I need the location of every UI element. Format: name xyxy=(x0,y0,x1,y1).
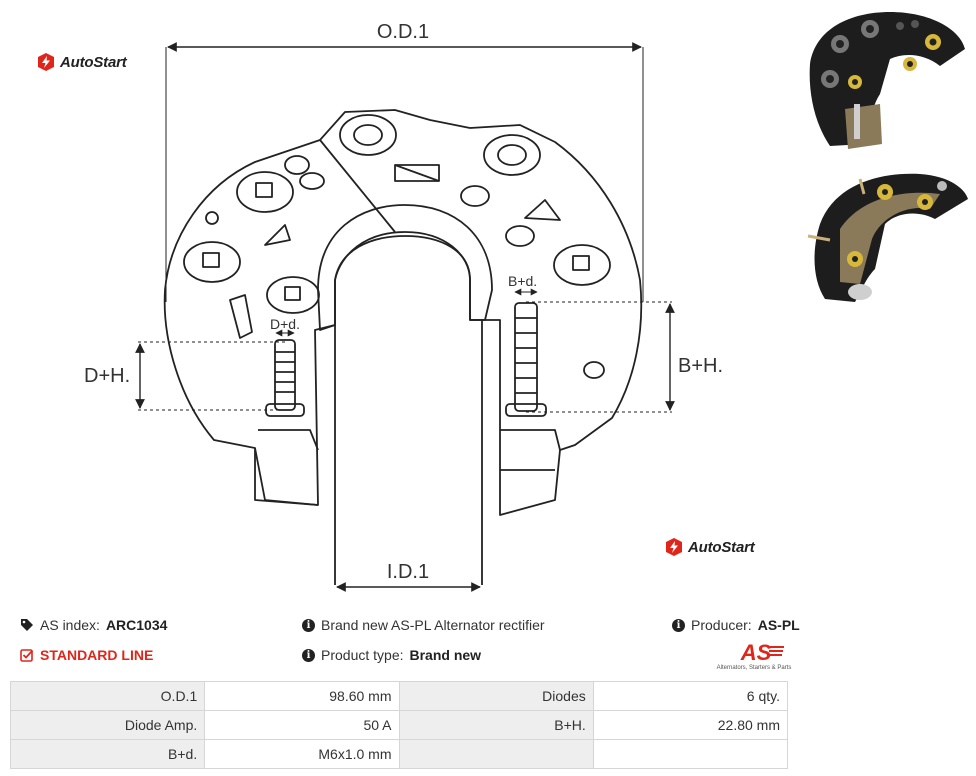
autostart-mark-icon xyxy=(666,538,682,556)
bh-label: B+H. xyxy=(678,355,723,377)
product-description: i Brand new AS-PL Alternator rectifier xyxy=(302,617,545,633)
autostart-mark-icon xyxy=(38,53,54,71)
product-photo-top[interactable] xyxy=(800,4,972,164)
as-index: AS index: ARC1034 xyxy=(20,617,167,633)
as-index-label: AS index: xyxy=(40,617,100,633)
table-row: O.D.1 98.60 mm Diodes 6 qty. xyxy=(9,681,789,711)
od-label: O.D.1 xyxy=(377,21,429,43)
info-icon: i xyxy=(302,648,315,662)
info-icon: i xyxy=(672,618,685,632)
producer-label: Producer: xyxy=(691,617,752,633)
spec-value: 22.80 mm xyxy=(592,710,789,740)
checkbox-checked-icon xyxy=(20,649,34,662)
as-pl-logo-mark: AS xyxy=(740,640,772,665)
info-icon: i xyxy=(302,618,315,632)
inner-bore xyxy=(317,204,493,331)
dh-label: D+H. xyxy=(84,365,130,387)
table-row: Diode Amp. 50 A B+H. 22.80 mm xyxy=(9,710,789,740)
right-screw xyxy=(514,302,538,412)
autostart-logo-bottom: AutoStart xyxy=(664,537,755,557)
as-index-value: ARC1034 xyxy=(105,617,168,633)
product-type-label: Product type: xyxy=(321,647,404,663)
spec-value: 98.60 mm xyxy=(204,681,400,711)
left-screw xyxy=(274,339,296,411)
as-pl-logo: AS Alternators, Starters & Parts xyxy=(717,640,792,671)
spec-key: Diode Amp. xyxy=(9,710,206,740)
spec-value: 50 A xyxy=(204,710,400,740)
bd-label: B+d. xyxy=(508,273,537,289)
producer: i Producer: AS-PL xyxy=(672,617,800,633)
rectifier-outline xyxy=(163,109,643,516)
spec-key: B+d. xyxy=(9,739,206,769)
as-pl-tagline: Alternators, Starters & Parts xyxy=(717,665,792,671)
product-description-text: Brand new AS-PL Alternator rectifier xyxy=(321,617,545,633)
autostart-logo-top: AutoStart xyxy=(36,52,127,72)
id-label: I.D.1 xyxy=(387,561,429,583)
spec-key: O.D.1 xyxy=(9,681,206,711)
standard-line-badge: STANDARD LINE xyxy=(20,647,153,663)
standard-line-label: STANDARD LINE xyxy=(40,647,154,663)
spec-value xyxy=(592,739,789,769)
product-photo-bottom[interactable] xyxy=(800,164,972,312)
producer-value: AS-PL xyxy=(757,617,800,633)
product-type-value: Brand new xyxy=(409,647,482,663)
spec-key: B+H. xyxy=(398,710,594,740)
autostart-wordmark: AutoStart xyxy=(60,53,127,71)
specifications-table: O.D.1 98.60 mm Diodes 6 qty. Diode Amp. … xyxy=(9,681,789,769)
dd-label: D+d. xyxy=(270,316,300,332)
spec-value: 6 qty. xyxy=(592,681,789,711)
spec-value: M6x1.0 mm xyxy=(204,739,400,769)
autostart-wordmark: AutoStart xyxy=(688,538,755,556)
product-type: i Product type: Brand new xyxy=(302,647,481,663)
spec-key: Diodes xyxy=(398,681,594,711)
tag-icon xyxy=(21,619,33,631)
rectifier-technical-drawing: O.D.1 I.D.1 D+H. B+H. D+d. B+d. xyxy=(84,21,723,592)
table-row: B+d. M6x1.0 mm xyxy=(9,739,789,769)
spec-key xyxy=(398,739,594,769)
